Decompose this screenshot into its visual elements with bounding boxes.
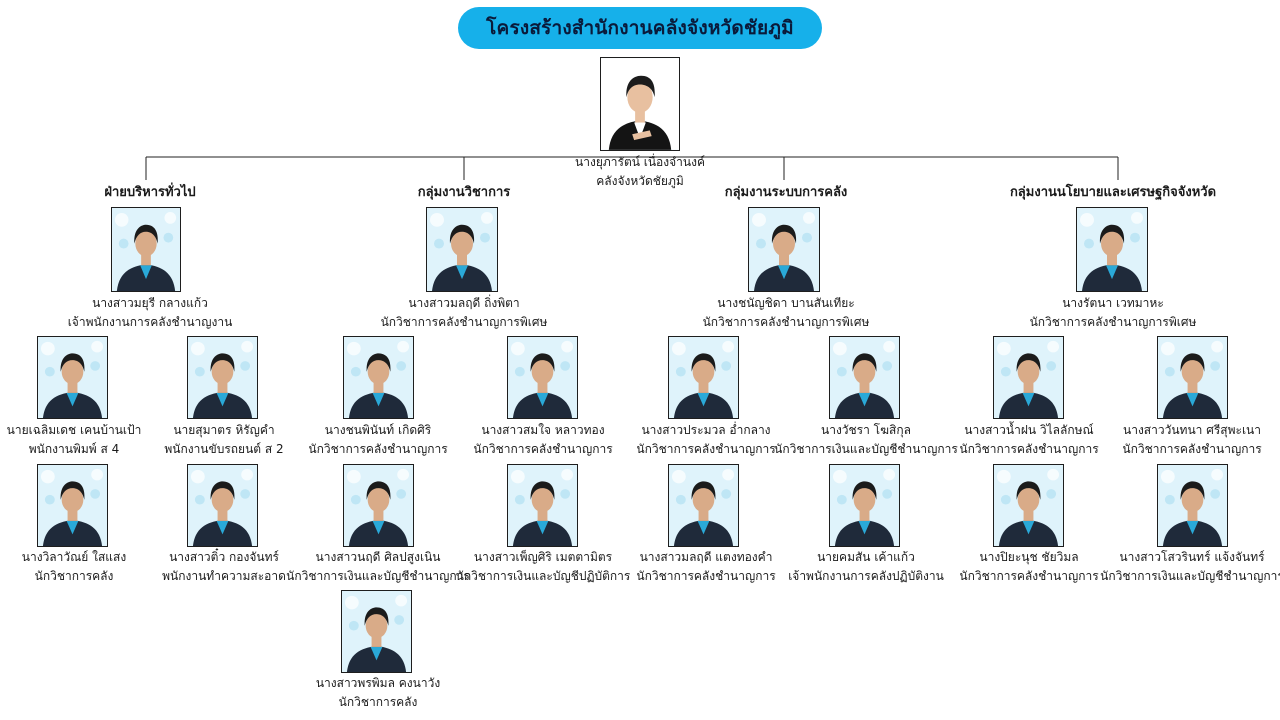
staff-position: นักวิชาการคลังชำนาญการ: [636, 569, 776, 583]
staff-photo: [829, 336, 900, 419]
staff-name: นายเฉลิมเดช เคนบ้านเป้า: [6, 423, 142, 437]
person-photo-icon: [38, 337, 107, 418]
staff-position: นักวิชาการคลังชำนาญการพิเศษ: [1029, 315, 1197, 329]
staff-photo: [187, 464, 258, 547]
staff-position: นักวิชาการเงินและบัญชีชำนาญการ: [1100, 569, 1280, 583]
staff-photo: [993, 464, 1064, 547]
staff-position: เจ้าพนักงานการคลังปฏิบัติงาน: [788, 569, 944, 583]
staff-name: นางวิลาวัณย์ ใสแสง: [21, 550, 127, 564]
staff-photo: [343, 464, 414, 547]
staff-position: นักวิชาการคลังชำนาญการ: [959, 442, 1099, 456]
person-photo-icon: [344, 465, 413, 546]
staff-photo: [111, 207, 181, 292]
staff-position: นักวิชาการเงินและบัญชีชำนาญการ: [774, 442, 958, 456]
staff-photo: [507, 464, 578, 547]
person-photo-icon: [830, 337, 899, 418]
staff-position: นักวิชาการคลังชำนาญการ: [959, 569, 1099, 583]
person-photo-icon: [1077, 208, 1147, 291]
staff-photo: [37, 336, 108, 419]
person-photo-icon: [1158, 465, 1227, 546]
chart-title: โครงสร้างสำนักงานคลังจังหวัดชัยภูมิ: [458, 7, 822, 49]
staff-position: นักวิชาการคลัง: [34, 569, 114, 583]
person-photo-icon: [508, 337, 577, 418]
head-position: คลังจังหวัดชัยภูมิ: [596, 174, 684, 188]
staff-photo: [829, 464, 900, 547]
staff-photo: [1157, 336, 1228, 419]
person-photo-icon: [344, 337, 413, 418]
group-title-fiscal-system: กลุ่มงานระบบการคลัง: [724, 185, 848, 200]
staff-position: นักวิชาการคลังชำนาญการ: [636, 442, 776, 456]
person-photo-icon: [342, 591, 411, 672]
head-photo: [600, 57, 680, 151]
staff-name: นางสาวติ๋ว กองจันทร์: [169, 550, 279, 564]
staff-position: นักวิชาการคลังชำนาญการพิเศษ: [702, 315, 870, 329]
staff-name: นางสาวพรพิมล คงนาวัง: [315, 676, 441, 690]
staff-photo: [426, 207, 498, 292]
staff-photo: [341, 590, 412, 673]
person-photo-icon: [508, 465, 577, 546]
person-photo-icon: [188, 465, 257, 546]
staff-name: นางสาวประมวล อ่ำกลาง: [641, 423, 771, 437]
group-title-policy-economy: กลุ่มงานนโยบายและเศรษฐกิจจังหวัด: [1009, 185, 1217, 200]
person-photo-icon: [994, 465, 1063, 546]
staff-name: นางสาวมลฤดี ถิ่งพิตา: [408, 296, 520, 310]
staff-position: เจ้าพนักงานการคลังชำนาญงาน: [67, 315, 233, 329]
staff-photo: [748, 207, 820, 292]
staff-name: นางสาววันทนา ศรีสุพะเนา: [1123, 423, 1261, 437]
staff-name: นางสาวโสวรินทร์ แจ้งจันทร์: [1119, 550, 1265, 564]
person-photo-icon: [188, 337, 257, 418]
person-photo-icon: [669, 337, 738, 418]
person-photo-icon: [669, 465, 738, 546]
staff-name: นายสุมาตร หิรัญคำ: [173, 423, 275, 437]
staff-position: นักวิชาการคลังชำนาญการ: [308, 442, 448, 456]
person-photo-icon: [38, 465, 107, 546]
staff-photo: [1076, 207, 1148, 292]
staff-position: นักวิชาการเงินและบัญชีชำนาญการ: [286, 569, 470, 583]
staff-position: พนักงานขับรถยนต์ ส 2: [164, 442, 284, 456]
staff-position: นักวิชาการคลัง: [338, 695, 418, 709]
person-photo-icon: [112, 208, 180, 291]
staff-position: นักวิชาการเงินและบัญชีปฏิบัติการ: [455, 569, 631, 583]
staff-name: นางชนัญชิดา บานสันเทียะ: [717, 296, 855, 310]
staff-name: นางสาวเพ็ญศิริ เมตตามิตร: [473, 550, 613, 564]
person-photo-icon: [601, 58, 679, 150]
person-photo-icon: [749, 208, 819, 291]
staff-photo: [37, 464, 108, 547]
staff-name: นายคมสัน เค้าแก้ว: [817, 550, 915, 564]
staff-photo: [668, 464, 739, 547]
staff-photo: [343, 336, 414, 419]
staff-name: นางปิยะนุช ชัยวิมล: [979, 550, 1079, 564]
staff-position: นักวิชาการคลังชำนาญการ: [473, 442, 613, 456]
staff-position: พนักงานทำความสะอาด: [162, 569, 286, 583]
staff-name: นางรัตนา เวทมาหะ: [1062, 296, 1164, 310]
person-photo-icon: [830, 465, 899, 546]
person-photo-icon: [427, 208, 497, 291]
staff-name: นางสาวมยุรี กลางแก้ว: [92, 296, 208, 310]
staff-name: นางวัชรา โฆสิกุล: [821, 423, 911, 437]
staff-position: พนักงานพิมพ์ ส 4: [28, 442, 120, 456]
staff-name: นางสาวน้ำฝน วิไลลักษณ์: [964, 423, 1094, 437]
staff-photo: [507, 336, 578, 419]
staff-position: นักวิชาการคลังชำนาญการ: [1122, 442, 1262, 456]
group-title-admin: ฝ่ายบริหารทั่วไป: [104, 185, 196, 200]
staff-position: นักวิชาการคลังชำนาญการพิเศษ: [380, 315, 548, 329]
head-name: นางยุภารัตน์ เนื่องจำนงค์: [575, 155, 705, 169]
person-photo-icon: [994, 337, 1063, 418]
staff-name: นางสาวสมใจ หลาวทอง: [481, 423, 605, 437]
staff-name: นางชนพินันท์ เกิดศิริ: [324, 423, 432, 437]
staff-name: นางสาวมลฤดี แตงทองคำ: [639, 550, 773, 564]
staff-name: นางสาวนฤดี ศิลปสูงเนิน: [315, 550, 441, 564]
staff-photo: [993, 336, 1064, 419]
staff-photo: [668, 336, 739, 419]
person-photo-icon: [1158, 337, 1227, 418]
staff-photo: [187, 336, 258, 419]
staff-photo: [1157, 464, 1228, 547]
group-title-academic: กลุ่มงานวิชาการ: [417, 185, 511, 200]
